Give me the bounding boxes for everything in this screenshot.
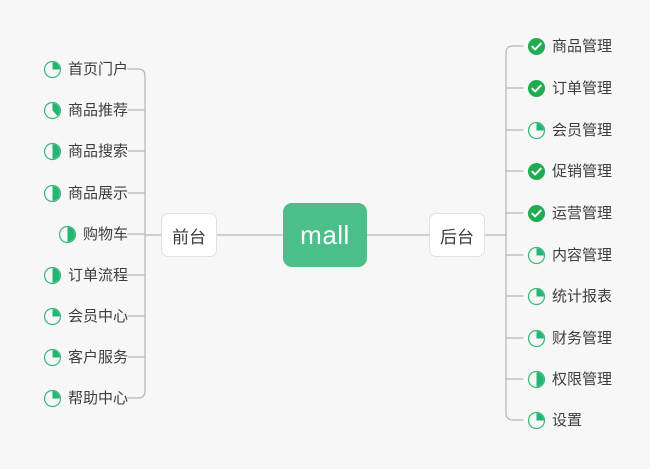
progress-pie-icon [527, 246, 546, 264]
branch-node-frontend[interactable]: 前台 [161, 213, 217, 257]
progress-pie-icon [43, 184, 62, 202]
progress-pie-icon [43, 389, 62, 407]
progress-pie-icon [527, 287, 546, 305]
check-circle-icon [527, 79, 546, 97]
leaf-item-label: 订单管理 [552, 79, 613, 97]
leaf-item-label: 客户服务 [67, 348, 128, 366]
leaf-item-right-2[interactable]: 会员管理 [527, 117, 612, 143]
leaf-item-left-8[interactable]: 帮助中心 [43, 385, 128, 411]
leaf-item-left-0[interactable]: 首页门户 [43, 56, 128, 82]
leaf-item-left-7[interactable]: 客户服务 [43, 344, 128, 370]
leaf-item-label: 设置 [552, 411, 583, 429]
leaf-item-left-4[interactable]: 购物车 [58, 221, 128, 247]
progress-pie-icon [43, 307, 62, 325]
leaf-item-label: 运营管理 [552, 204, 613, 222]
leaf-item-right-0[interactable]: 商品管理 [527, 33, 612, 59]
progress-pie-icon [527, 329, 546, 347]
leaf-item-right-1[interactable]: 订单管理 [527, 75, 612, 101]
leaf-item-right-9[interactable]: 设置 [527, 407, 582, 433]
leaf-item-right-3[interactable]: 促销管理 [527, 158, 612, 184]
leaf-item-label: 商品推荐 [67, 101, 128, 119]
leaf-item-label: 帮助中心 [67, 389, 128, 407]
center-node-mall[interactable]: mall [283, 203, 367, 267]
leaf-item-left-2[interactable]: 商品搜索 [43, 138, 128, 164]
progress-pie-icon [43, 266, 62, 284]
progress-pie-icon [58, 225, 77, 243]
progress-pie-icon [43, 60, 62, 78]
leaf-item-label: 商品展示 [67, 184, 128, 202]
leaf-item-label: 内容管理 [552, 246, 613, 264]
leaf-item-left-3[interactable]: 商品展示 [43, 180, 128, 206]
leaf-item-right-4[interactable]: 运营管理 [527, 200, 612, 226]
leaf-item-label: 财务管理 [552, 329, 613, 347]
progress-pie-icon [43, 101, 62, 119]
leaf-item-right-7[interactable]: 财务管理 [527, 325, 612, 351]
progress-pie-icon [527, 370, 546, 388]
leaf-item-left-5[interactable]: 订单流程 [43, 262, 128, 288]
leaf-item-label: 统计报表 [552, 287, 613, 305]
leaf-item-label: 会员管理 [552, 121, 613, 139]
leaf-item-left-1[interactable]: 商品推荐 [43, 97, 128, 123]
leaf-item-label: 促销管理 [552, 162, 613, 180]
leaf-item-right-5[interactable]: 内容管理 [527, 242, 612, 268]
progress-pie-icon [43, 348, 62, 366]
leaf-item-label: 订单流程 [67, 266, 128, 284]
check-circle-icon [527, 162, 546, 180]
leaf-item-label: 商品搜索 [67, 142, 128, 160]
leaf-item-right-8[interactable]: 权限管理 [527, 366, 612, 392]
leaf-item-label: 权限管理 [552, 370, 613, 388]
leaf-item-label: 商品管理 [552, 37, 613, 55]
leaf-item-right-6[interactable]: 统计报表 [527, 283, 612, 309]
check-circle-icon [527, 204, 546, 222]
progress-pie-icon [527, 121, 546, 139]
check-circle-icon [527, 37, 546, 55]
leaf-item-label: 会员中心 [67, 307, 128, 325]
progress-pie-icon [527, 411, 546, 429]
leaf-item-left-6[interactable]: 会员中心 [43, 303, 128, 329]
leaf-item-label: 购物车 [82, 225, 128, 243]
progress-pie-icon [43, 142, 62, 160]
leaf-item-label: 首页门户 [67, 60, 128, 78]
branch-node-backend[interactable]: 后台 [429, 213, 485, 257]
